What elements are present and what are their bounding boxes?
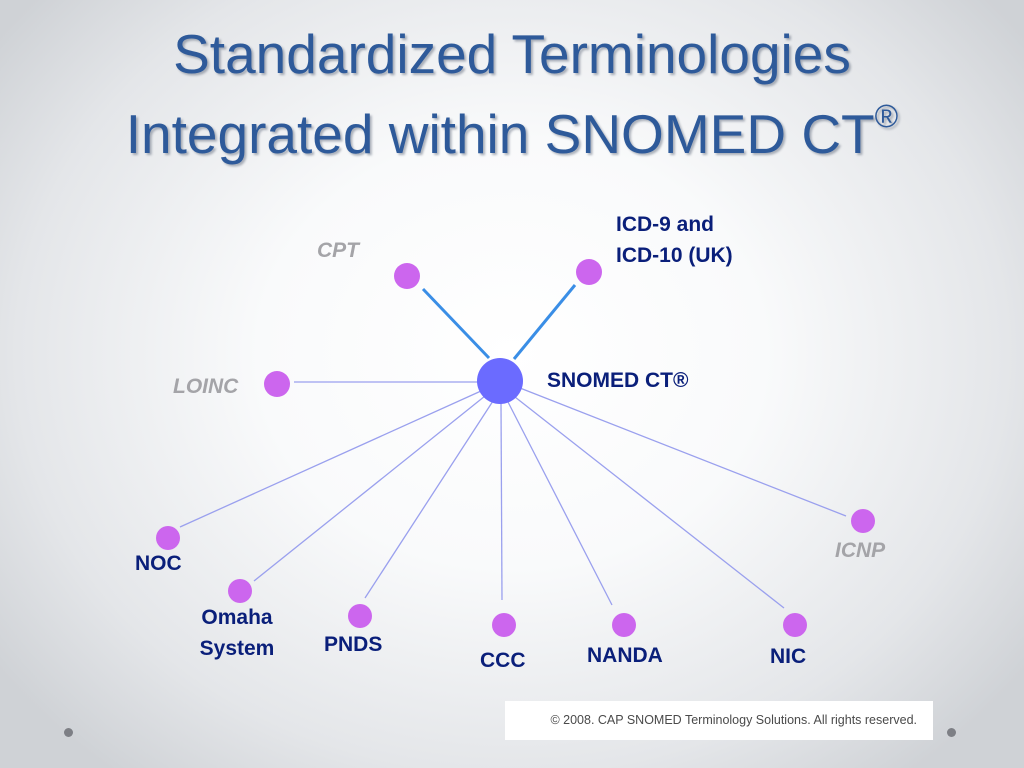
registered-mark: ®: [874, 98, 899, 134]
slide-title: Standardized Terminologies Integrated wi…: [0, 14, 1024, 174]
label-loinc: LOINC: [173, 375, 239, 398]
link-cpt: [421, 287, 491, 360]
right-bullet-dot: [947, 728, 956, 737]
label-cpt: CPT: [317, 239, 359, 262]
label-ccc: CCC: [480, 649, 526, 672]
link-pnds: [364, 400, 494, 599]
node-dot-icnp: [851, 509, 875, 533]
node-dot-pnds: [348, 604, 372, 628]
link-nic: [514, 396, 785, 609]
link-ccc: [500, 402, 503, 601]
link-omaha: [253, 395, 486, 582]
link-icnp: [519, 387, 847, 517]
center-node-label: SNOMED CT®: [547, 369, 689, 392]
label-nanda: NANDA: [587, 644, 663, 667]
label-omaha-line-2: System: [199, 637, 275, 660]
node-dot-nanda: [612, 613, 636, 637]
link-noc: [179, 390, 482, 528]
link-icd: [512, 284, 577, 360]
left-bullet-dot: [64, 728, 73, 737]
label-pnds: PNDS: [324, 633, 383, 656]
node-dot-loinc: [264, 371, 290, 397]
label-icd-line-1: ICD-9 and: [616, 213, 715, 236]
label-omaha-line-1: Omaha: [201, 606, 273, 629]
node-dot-omaha: [228, 579, 252, 603]
label-icd-line-2: ICD-10 (UK): [616, 244, 733, 267]
title-line-1: Standardized Terminologies: [173, 23, 851, 85]
label-icd: ICD-9 and ICD-10 (UK): [616, 209, 733, 271]
label-omaha-system: Omaha System: [186, 602, 288, 664]
link-nanda: [507, 401, 613, 606]
snomed-ct-center-node: [477, 358, 523, 404]
node-dots: [156, 259, 875, 637]
node-dot-cpt: [394, 263, 420, 289]
node-dot-ccc: [492, 613, 516, 637]
title-line-2: Integrated within SNOMED CT: [125, 103, 875, 165]
connection-lines: [179, 284, 847, 609]
copyright-notice: © 2008. CAP SNOMED Terminology Solutions…: [505, 701, 933, 740]
label-nic: NIC: [770, 645, 807, 668]
label-noc: NOC: [135, 552, 182, 575]
node-dot-noc: [156, 526, 180, 550]
node-dot-nic: [783, 613, 807, 637]
label-icnp: ICNP: [835, 539, 886, 562]
node-dot-icd: [576, 259, 602, 285]
